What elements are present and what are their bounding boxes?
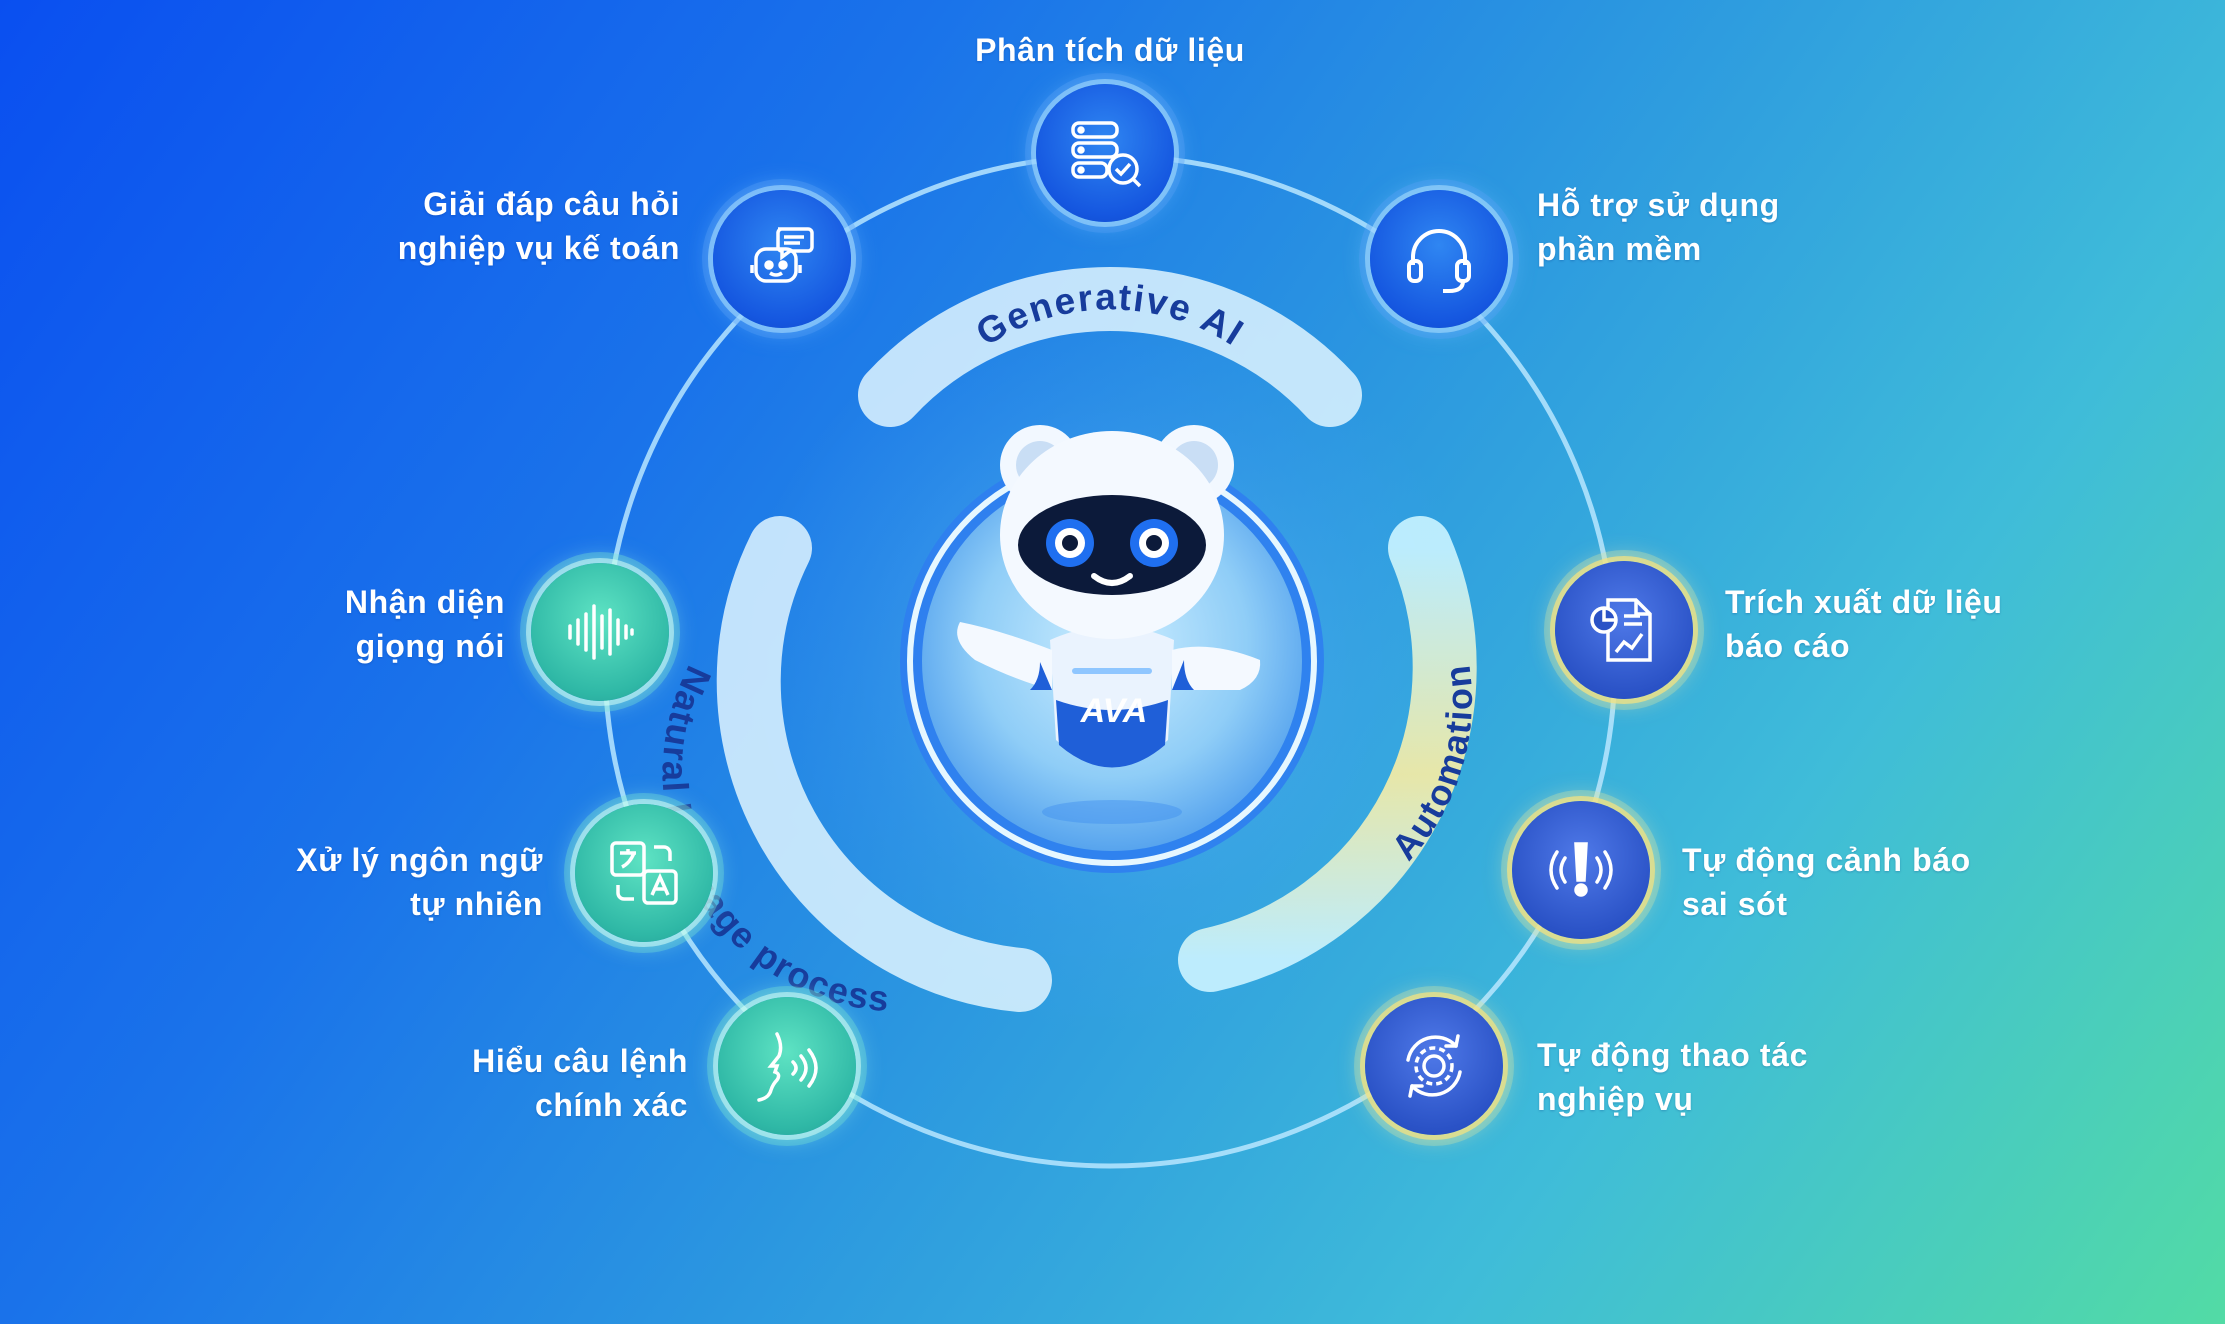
feature-label-accounting-qa: Giải đáp câu hỏi nghiệp vụ kế toán: [397, 186, 680, 266]
speaking-face-icon: [718, 997, 856, 1135]
arc-natural-language: [716, 516, 1052, 1012]
feature-label-natural-language: Xử lý ngôn ngữ tự nhiên: [296, 842, 543, 922]
chatbot-icon: [713, 190, 851, 328]
alert-signal-icon: [1512, 801, 1650, 939]
robot-badge: AVA: [1080, 692, 1148, 730]
voice-wave-icon: [531, 563, 669, 701]
arc-automation: [1178, 516, 1477, 992]
headset-icon: [1370, 190, 1508, 328]
arc-generative-ai: [858, 267, 1362, 427]
feature-label-command-understanding: Hiểu câu lệnh chính xác: [472, 1043, 688, 1123]
report-chart-icon: [1555, 561, 1693, 699]
feature-label-voice-recognition: Nhận diện giọng nói: [344, 584, 505, 664]
feature-label-process-automation: Tự động thao tác nghiệp vụ: [1537, 1037, 1808, 1117]
data-analysis-icon: [1036, 84, 1174, 222]
feature-label-data-analysis: Phân tích dữ liệu: [975, 32, 1245, 68]
translate-icon: [575, 804, 713, 942]
feature-label-error-alert: Tự động cảnh báo sai sót: [1682, 842, 1971, 922]
feature-label-report-extraction: Trích xuất dữ liệu báo cáo: [1725, 584, 2003, 664]
feature-label-software-support: Hỗ trợ sử dụng phần mềm: [1537, 187, 1780, 267]
robot-mascot: [957, 425, 1261, 824]
gear-cycle-icon: [1365, 997, 1503, 1135]
